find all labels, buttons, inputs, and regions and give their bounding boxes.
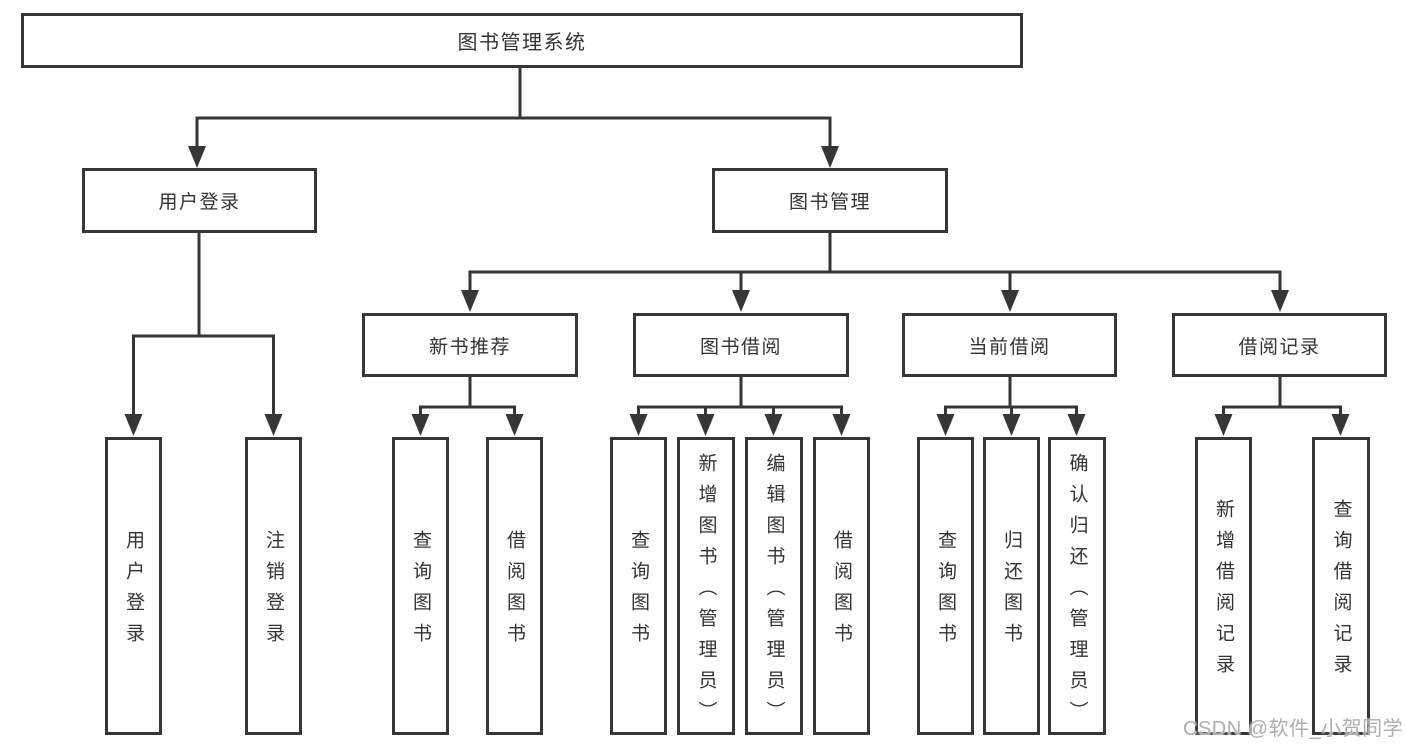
node-current-borrowing: 当前借阅 [902,313,1117,377]
leaf-query-books-recommend: 查询图书 [392,437,449,735]
leaf-return-book-label: 归还图书 [1001,530,1022,654]
leaf-logout-label: 注销登录 [263,530,284,654]
node-book-borrowing: 图书借阅 [633,313,849,377]
leaf-confirm-return-admin: 确认归还（管理员） [1048,437,1106,735]
node-book-borrowing-label: 图书借阅 [699,336,782,358]
node-book-management: 图书管理 [712,168,948,233]
node-borrowing-records: 借阅记录 [1172,313,1387,377]
leaf-return-book: 归还图书 [983,437,1040,735]
leaf-borrow-books-borrowing: 借阅图书 [813,437,870,735]
leaf-query-books-borrowing: 查询图书 [610,437,667,735]
leaf-query-borrow-record: 查询借阅记录 [1312,437,1370,735]
node-current-borrowing-label: 当前借阅 [968,336,1051,358]
leaf-edit-book-admin: 编辑图书（管理员） [745,437,803,735]
leaf-query-books-borrowing-label: 查询图书 [628,530,649,654]
leaf-edit-book-admin-label: 编辑图书（管理员） [763,452,785,732]
leaf-query-books-current-label: 查询图书 [935,530,956,654]
leaf-confirm-return-admin-label: 确认归还（管理员） [1066,452,1088,732]
node-user-login: 用户登录 [82,168,317,233]
leaf-borrow-books-recommend: 借阅图书 [486,437,543,735]
leaf-logout: 注销登录 [245,437,302,735]
arrowheads [124,146,1350,436]
node-library-system: 图书管理系统 [21,13,1023,68]
node-new-book-recommend-label: 新书推荐 [428,336,511,358]
node-book-management-label: 图书管理 [788,192,871,213]
node-borrowing-records-label: 借阅记录 [1238,336,1321,358]
leaf-query-borrow-record-label: 查询借阅记录 [1330,499,1352,685]
leaf-query-books-current: 查询图书 [917,437,974,735]
leaf-add-book-admin-label: 新增图书（管理员） [695,452,717,732]
leaf-user-login: 用户登录 [105,437,162,735]
leaf-borrow-books-borrowing-label: 借阅图书 [831,530,852,654]
leaf-add-borrow-record-label: 新增借阅记录 [1213,499,1234,685]
leaf-query-books-recommend-label: 查询图书 [410,530,431,654]
csdn-watermark: CSDN @软件_小贺同学 [1183,718,1404,740]
node-new-book-recommend: 新书推荐 [362,313,578,377]
node-user-login-label: 用户登录 [158,192,241,213]
leaf-borrow-books-recommend-label: 借阅图书 [504,530,525,654]
leaf-add-borrow-record: 新增借阅记录 [1195,437,1252,735]
leaf-add-book-admin: 新增图书（管理员） [677,437,735,735]
node-library-system-label: 图书管理系统 [457,32,587,54]
leaf-user-login-label: 用户登录 [123,530,144,654]
